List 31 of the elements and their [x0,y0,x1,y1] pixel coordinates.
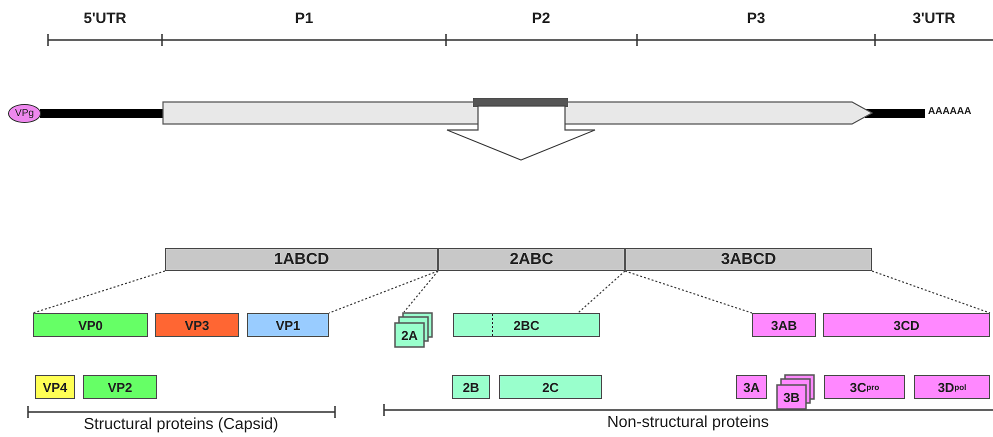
region-label: P3 [746,10,766,27]
dotted-connector [578,270,626,314]
protein-box: VP0 [33,313,148,337]
dotted-connector [872,270,990,314]
precursor-bar: 1ABCD [165,248,438,271]
vpg-ellipse: VPg [8,104,41,123]
dotted-connector [624,270,752,314]
precursor-bar: 3ABCD [625,248,872,271]
protein-box: 3C$^{pro}$ [824,375,905,399]
region-label: 3'UTR [912,10,956,27]
region-label: P2 [532,10,550,27]
group-caption: Non-structural proteins [607,414,769,432]
polya-tail-label: AAAAAA [928,106,972,117]
protein-box: 3D$^{pol}$ [914,375,990,399]
protein-box: 2BC [453,313,600,337]
dotted-connector [404,270,438,312]
protein-box: 3CD [823,313,990,337]
protein-box: VP3 [155,313,239,337]
precursor-bar: 2ABC [438,248,625,271]
protein-box: VP2 [83,375,157,399]
protein-box: 2C [499,375,602,399]
region-label: P1 [294,10,314,27]
group-caption: Structural proteins (Capsid) [84,416,278,434]
region-label: 5'UTR [84,10,126,27]
protein-box: VP1 [247,313,329,337]
protein-box: 3A [736,375,767,399]
protein-box: 2B [452,375,490,399]
dotted-connector [328,270,438,314]
dotted-connector [32,270,166,314]
protein-box: 3AB [752,313,816,337]
protein-box: VP4 [35,375,75,399]
